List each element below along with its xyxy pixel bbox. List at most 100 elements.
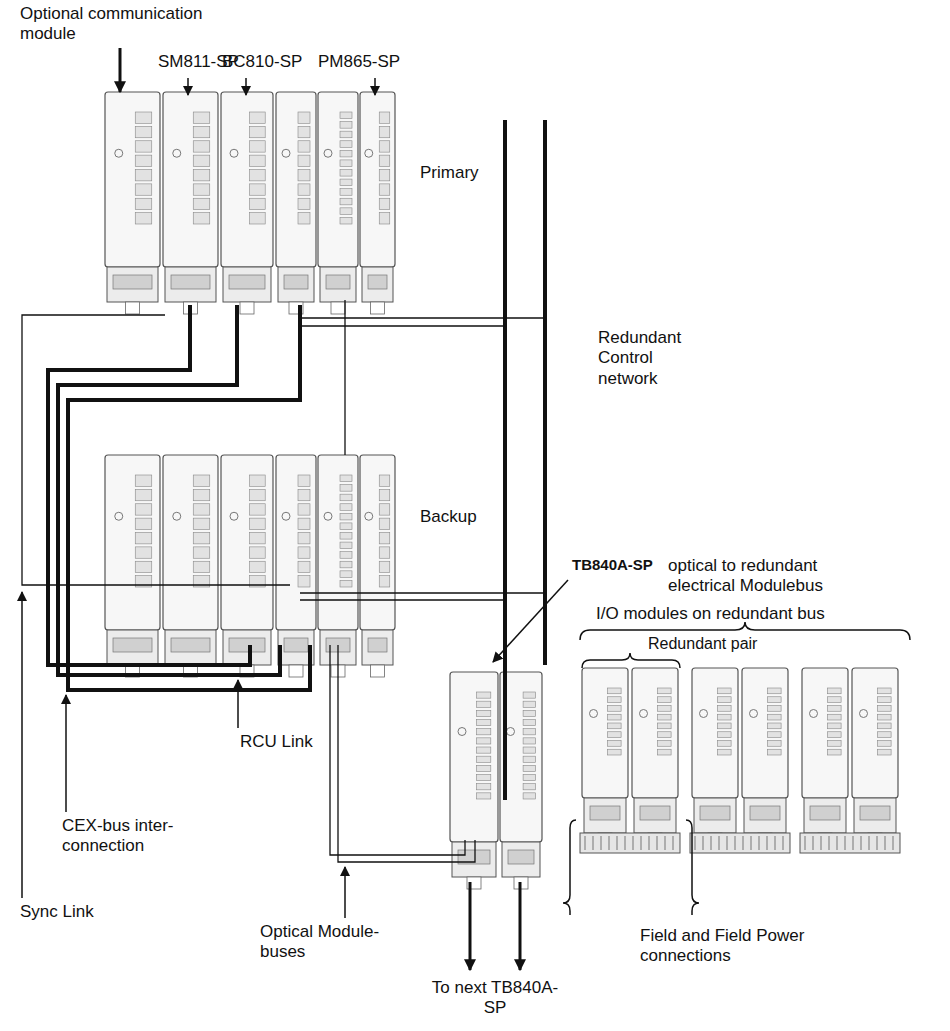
led-slot <box>657 723 671 729</box>
led-slot <box>379 518 390 529</box>
screw <box>810 710 818 718</box>
led-slot <box>250 518 266 529</box>
module <box>360 92 395 314</box>
led-slot <box>717 723 731 729</box>
led-slot <box>135 533 152 544</box>
connector <box>810 806 840 820</box>
led-slot <box>717 688 731 694</box>
led-slot <box>476 784 490 790</box>
module-base <box>362 630 393 665</box>
led-slot <box>607 697 621 703</box>
led-slot <box>523 765 536 771</box>
callout-arrow <box>374 78 376 95</box>
terminal <box>783 836 784 850</box>
led-slot <box>135 547 152 558</box>
led-slot <box>827 706 841 712</box>
led-slot <box>193 518 210 529</box>
callout-label: Primary <box>420 163 479 183</box>
terminal <box>625 836 626 850</box>
connector <box>508 850 534 864</box>
led-slot <box>379 561 390 572</box>
led-slot <box>877 688 891 694</box>
led-slot <box>523 793 536 799</box>
led-slot <box>250 112 266 123</box>
led-slot <box>298 213 310 224</box>
led-slot <box>827 714 841 720</box>
screw <box>173 512 181 520</box>
led-slot <box>298 126 310 137</box>
led-slot <box>379 504 390 515</box>
terminal-base <box>800 833 900 853</box>
module <box>105 455 160 677</box>
module <box>105 92 160 314</box>
module-body <box>692 668 738 798</box>
led-slot <box>877 749 891 755</box>
callout-label: BC810-SP <box>222 52 302 72</box>
led-slot <box>607 732 621 738</box>
brace <box>563 820 576 915</box>
led-slot <box>476 701 490 707</box>
led-slot <box>298 518 310 529</box>
led-slot <box>340 513 352 520</box>
led-slot <box>193 533 210 544</box>
screw <box>507 728 515 736</box>
led-slot <box>250 198 266 209</box>
leader-arrow <box>344 867 346 918</box>
led-slot <box>767 732 781 738</box>
led-slot <box>135 198 152 209</box>
led-slot <box>476 692 490 698</box>
led-slot <box>476 720 490 726</box>
terminal <box>695 836 696 850</box>
terminal-base <box>690 833 790 853</box>
module-body <box>360 92 395 267</box>
led-slot <box>135 126 152 137</box>
leader-arrow <box>21 592 23 898</box>
led-slot <box>250 489 266 500</box>
screw <box>750 710 758 718</box>
module-illustrations <box>105 92 900 889</box>
led-slot <box>135 141 152 152</box>
callout-label: I/O modules on redundant bus <box>596 604 825 624</box>
module-body <box>163 92 218 267</box>
led-slot <box>193 141 210 152</box>
led-slot <box>767 706 781 712</box>
led-slot <box>657 732 671 738</box>
led-slot <box>476 793 490 799</box>
mount-tab <box>371 665 385 677</box>
connector <box>229 638 265 652</box>
led-slot <box>476 775 490 781</box>
terminal-base <box>580 833 680 853</box>
terminal <box>633 836 634 850</box>
brace <box>582 653 680 668</box>
optical-cable <box>330 645 465 855</box>
led-slot <box>827 749 841 755</box>
terminal <box>877 836 878 850</box>
terminal <box>861 836 862 850</box>
led-slot <box>193 112 210 123</box>
led-slot <box>193 504 210 515</box>
leader-arrow <box>65 695 67 812</box>
led-slot <box>193 198 210 209</box>
connector <box>171 638 210 652</box>
connector <box>368 275 387 289</box>
terminal <box>885 836 886 850</box>
module-base <box>278 267 314 302</box>
led-slot <box>298 576 310 587</box>
leader-arrow <box>493 580 568 662</box>
led-slot <box>340 141 352 148</box>
terminal <box>617 836 618 850</box>
led-slot <box>135 184 152 195</box>
led-slot <box>767 688 781 694</box>
led-slot <box>379 170 390 181</box>
led-slot <box>340 179 352 186</box>
led-slot <box>340 160 352 167</box>
callout-label: CEX-bus inter-connection <box>62 816 222 857</box>
module-base <box>502 842 540 877</box>
led-slot <box>340 217 352 224</box>
led-slot <box>298 504 310 515</box>
led-slot <box>340 494 352 501</box>
terminal <box>805 836 806 850</box>
led-slot <box>523 756 536 762</box>
terminal <box>585 836 586 850</box>
